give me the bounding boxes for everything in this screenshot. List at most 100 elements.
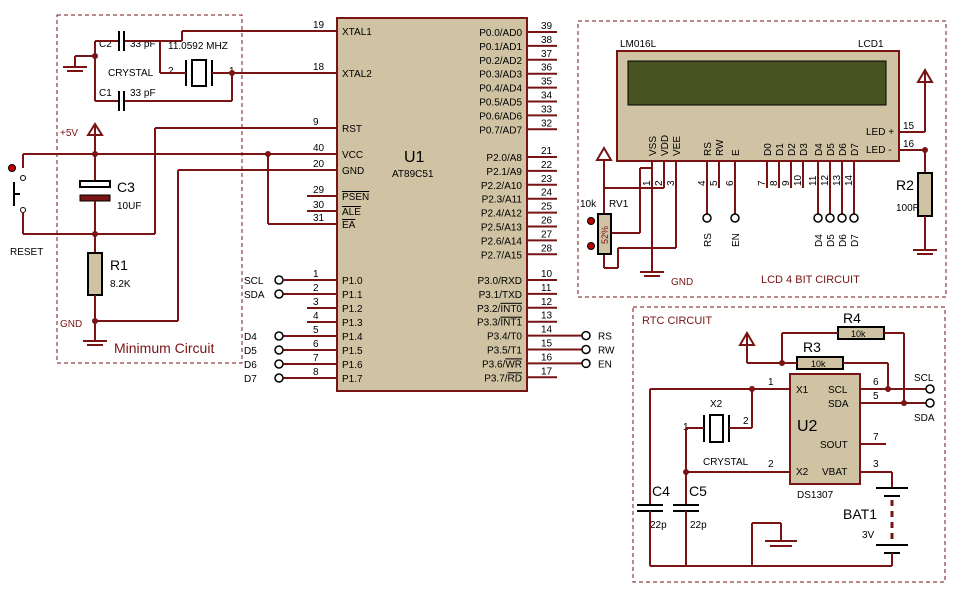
- u1-pin-number: 27: [541, 229, 553, 240]
- net-terminal-scl[interactable]: [274, 275, 284, 285]
- ground-icon: [640, 271, 664, 277]
- u1-pin-name: P1.3: [342, 318, 363, 329]
- u1-pin-number: 20: [313, 159, 325, 170]
- minimum-circuit: Minimum Circuit C2 33 pF C1 33 pF CRYSTA…: [8, 14, 337, 364]
- u1-pin-name: P2.5/A13: [481, 223, 523, 234]
- r3-value: 10k: [811, 359, 826, 369]
- lcd-rs-net: RS: [703, 233, 714, 247]
- net-terminal-d7[interactable]: [274, 373, 284, 383]
- led-plus-label: LED +: [866, 127, 894, 138]
- lcd-pin-name: RS: [703, 142, 714, 156]
- u1-pin-name: P1.6: [342, 360, 363, 371]
- lcd-rs-terminal[interactable]: [702, 213, 712, 223]
- rtc-sda-net: SDA: [914, 413, 935, 424]
- net-terminal-d4[interactable]: [274, 331, 284, 341]
- lcd-pin-number: 3: [666, 180, 677, 186]
- u1-pin-number: 1: [313, 269, 319, 280]
- ground-icon: [765, 540, 797, 547]
- battery-icon: [876, 487, 908, 554]
- u1-pin-name: XTAL2: [342, 69, 372, 80]
- c3-value: 10UF: [117, 201, 141, 212]
- lcd-d5-terminal[interactable]: [825, 213, 835, 223]
- u1-pin-name: P3.7/RD: [484, 373, 522, 384]
- u1-pin-number: 9: [313, 117, 319, 128]
- net-terminal-d6[interactable]: [274, 359, 284, 369]
- net-terminal-rw[interactable]: [581, 344, 591, 355]
- net-terminal-d5[interactable]: [274, 345, 284, 355]
- u1-pin-name: P2.6/A14: [481, 236, 523, 247]
- u1-pin-number: 21: [541, 146, 553, 157]
- reset-button[interactable]: [8, 154, 26, 234]
- u1-pin-number: 3: [313, 297, 319, 308]
- u1-pin-name: P0.6/AD6: [479, 111, 522, 122]
- rtc-scl-terminal[interactable]: [925, 384, 935, 394]
- lcd-pin-number: 7: [757, 180, 768, 186]
- u1-pin-name: P3.1/TXD: [479, 290, 522, 301]
- minimum-circuit-title: Minimum Circuit: [114, 340, 214, 356]
- u1-pin-name: P2.7/A15: [481, 250, 523, 261]
- lcd-pin-name: D6: [838, 143, 849, 156]
- r4-ref: R4: [843, 310, 861, 326]
- rv1-potentiometer: [597, 213, 612, 255]
- lcd-d7-terminal[interactable]: [849, 213, 859, 223]
- u1-pin-number: 8: [313, 367, 319, 378]
- lcd-circuit: LCD 4 BIT CIRCUIT LM016L LCD1 VSS1VDD2VE…: [577, 20, 947, 298]
- rv1-value: 10k: [580, 199, 597, 210]
- led-plus-num: 15: [903, 121, 915, 132]
- u1-pin-number: 38: [541, 35, 553, 46]
- lcd-pin-number: 12: [820, 174, 831, 186]
- lcd-pin-number: 4: [697, 180, 708, 186]
- u1-pin-name: EA: [342, 220, 356, 231]
- u1-pin-name: PSEN: [342, 192, 369, 203]
- u1-pin-name: P2.1/A9: [486, 167, 522, 178]
- u2-pin-sda: SDA: [828, 399, 849, 410]
- rtc-circuit-border: [632, 306, 946, 583]
- lcd-pin-number: 6: [725, 180, 736, 186]
- u1-pin-number: 24: [541, 188, 553, 199]
- reset-label: RESET: [10, 247, 43, 258]
- c1-ref: C1: [99, 88, 112, 99]
- rtc-sda-terminal[interactable]: [925, 398, 935, 408]
- ground-icon: [913, 249, 937, 255]
- u1-pin-name: P3.3/INT1: [477, 318, 522, 329]
- u1-pin-number: 40: [313, 143, 325, 154]
- lcd-en-terminal[interactable]: [730, 213, 740, 223]
- lcd-d4-terminal[interactable]: [813, 213, 823, 223]
- lcd-pin-name: D1: [775, 143, 786, 156]
- c1-value: 33 pF: [130, 88, 156, 99]
- crystal-label: CRYSTAL: [108, 68, 154, 79]
- u1-ref: U1: [404, 149, 425, 166]
- u1-pin-name: P2.2/A10: [481, 181, 523, 192]
- u2-pin-x1: X1: [796, 385, 809, 396]
- lcd-d6-terminal[interactable]: [837, 213, 847, 223]
- net-terminal-rs[interactable]: [581, 330, 591, 341]
- u1-pin-name: P3.4/T0: [487, 332, 522, 343]
- crystal-frequency: 11.0592 MHZ: [168, 41, 228, 52]
- lcd-gnd-label: GND: [671, 277, 693, 288]
- u1-pin-name: P0.5/AD5: [479, 98, 522, 109]
- lcd-pin-name: E: [731, 149, 742, 156]
- u1-pin-name: RST: [342, 124, 362, 135]
- x2-ref: X2: [710, 399, 723, 410]
- rv1-percent: 52%: [600, 226, 610, 244]
- u1-right-pins: 39P0.0/AD038P0.1/AD137P0.2/AD236P0.3/AD3…: [477, 21, 615, 384]
- u2-pin-scl: SCL: [828, 385, 848, 396]
- lcd-ref: LCD1: [858, 39, 884, 50]
- u1-part: AT89C51: [392, 169, 434, 180]
- net-terminal-sda[interactable]: [274, 289, 284, 299]
- r4-value: 10k: [851, 329, 866, 339]
- power-arrow-icon: [86, 122, 104, 154]
- u1-pin-name: P0.0/AD0: [479, 28, 522, 39]
- u1-pin-number: 5: [313, 325, 319, 336]
- r1-ref: R1: [110, 257, 128, 273]
- lcd-pin-number: 11: [808, 175, 819, 186]
- crystal-icon: [703, 414, 730, 443]
- rtc-circuit-title: RTC CIRCUIT: [642, 315, 712, 327]
- u1-pin-name: ALE: [342, 207, 361, 218]
- led-minus-label: LED -: [866, 145, 892, 156]
- u1-pin-name: P0.2/AD2: [479, 56, 522, 67]
- u1-pin-name: XTAL1: [342, 27, 372, 38]
- u1-pin-name: P1.1: [342, 290, 363, 301]
- u2-num-5: 5: [873, 391, 879, 402]
- net-terminal-en[interactable]: [581, 358, 591, 369]
